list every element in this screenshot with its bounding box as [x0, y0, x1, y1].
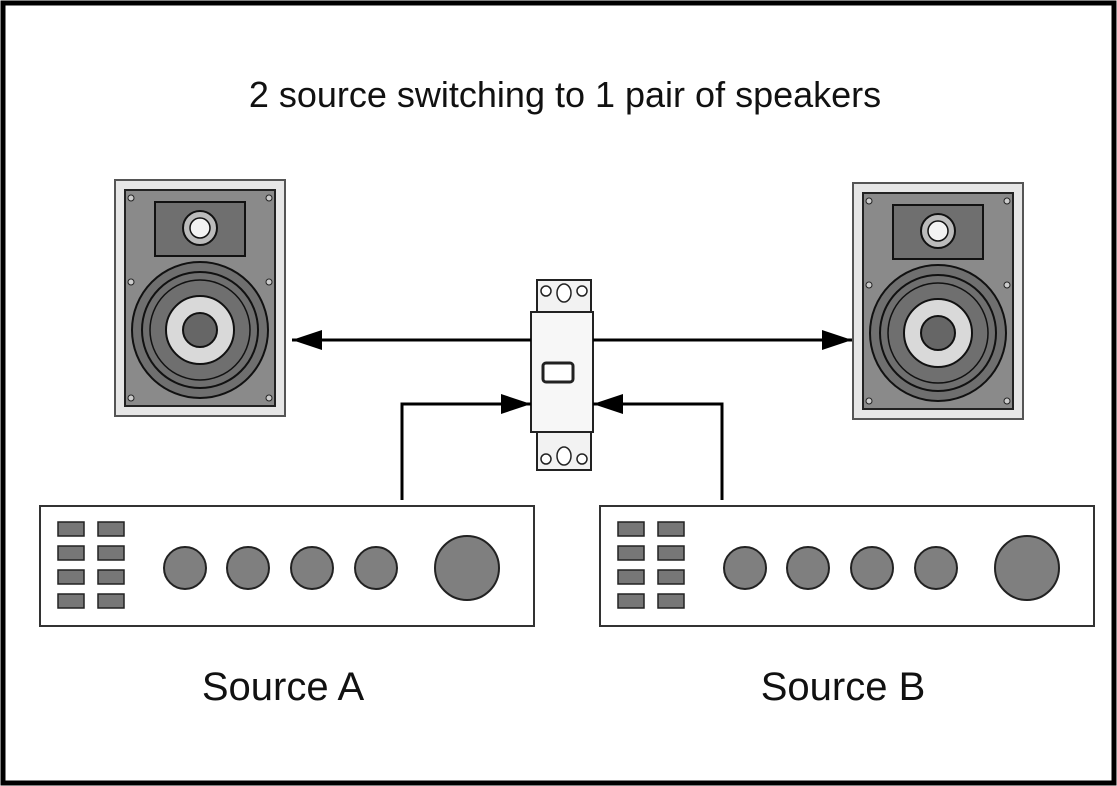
left-speaker-icon [114, 179, 286, 417]
arrow-from-source-a [400, 394, 531, 500]
wall-plate-switch-icon [530, 279, 594, 471]
source-b-amplifier-icon [599, 505, 1095, 627]
right-speaker-icon [852, 182, 1024, 420]
connection-arrows [292, 330, 852, 500]
arrow-from-source-b [593, 394, 724, 500]
source-b-label: Source B [761, 665, 926, 709]
diagram-title: 2 source switching to 1 pair of speakers [249, 74, 881, 115]
source-a-label: Source A [202, 665, 365, 709]
source-a-amplifier-icon [39, 505, 535, 627]
